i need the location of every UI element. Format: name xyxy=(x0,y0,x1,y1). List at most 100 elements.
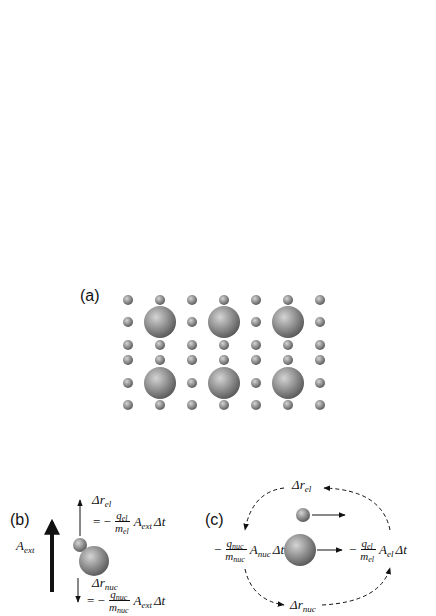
force-arrow xyxy=(317,550,342,551)
small-atom xyxy=(123,400,133,410)
small-atom xyxy=(155,355,165,365)
small-atom xyxy=(219,295,229,305)
large-atom xyxy=(208,306,240,338)
small-atom xyxy=(219,340,229,350)
small-atom xyxy=(219,355,229,365)
small-atom xyxy=(219,400,229,410)
small-atom xyxy=(251,400,261,410)
symbol: A xyxy=(379,542,387,558)
small-atom xyxy=(155,295,165,305)
denominator: mnuc xyxy=(224,550,248,562)
denominator: mnuc xyxy=(108,601,132,613)
large-atom xyxy=(144,306,176,338)
displacement-arrow xyxy=(78,578,79,602)
subscript: el xyxy=(387,549,394,559)
formula: −qnucmnucAnucΔt xyxy=(213,537,284,562)
numerator: qnuc xyxy=(109,588,130,601)
symbol: Δt xyxy=(154,593,165,609)
small-atom xyxy=(187,317,197,327)
symbol: Δr xyxy=(292,477,305,493)
small-atom xyxy=(315,295,325,305)
symbol: q xyxy=(227,537,233,549)
nucleus xyxy=(284,534,316,566)
electron xyxy=(296,508,310,522)
small-atom xyxy=(251,340,261,350)
small-atom xyxy=(155,400,165,410)
symbol: − xyxy=(214,542,221,558)
symbol: q xyxy=(116,509,122,521)
small-atom xyxy=(251,355,261,365)
subscript: nuc xyxy=(232,542,244,551)
subscript: ext xyxy=(142,521,153,531)
symbol: m xyxy=(109,601,117,613)
small-atom xyxy=(251,378,261,388)
large-atom xyxy=(272,367,304,399)
symbol: q xyxy=(110,588,116,600)
symbol: Δr xyxy=(290,597,303,613)
small-atom xyxy=(187,355,197,365)
cycle-arcs xyxy=(245,488,390,605)
small-atom xyxy=(155,340,165,350)
fraction: qelmel xyxy=(359,537,377,562)
small-atom xyxy=(315,355,325,365)
subscript: nuc xyxy=(116,593,128,602)
small-atom xyxy=(315,378,325,388)
fraction: qnucmnuc xyxy=(224,537,248,562)
subscript: el xyxy=(305,484,312,494)
subscript: nuc xyxy=(117,606,129,615)
nucleus xyxy=(79,546,109,576)
crystal-lattice xyxy=(123,295,325,410)
small-atom xyxy=(187,400,197,410)
subscript: nuc xyxy=(233,555,245,564)
fraction: qelmel xyxy=(114,509,132,534)
small-atom xyxy=(315,400,325,410)
numerator: qel xyxy=(361,537,376,550)
symbol: m xyxy=(115,522,123,534)
subscript: el xyxy=(367,542,373,551)
small-atom xyxy=(251,317,261,327)
small-atom xyxy=(123,295,133,305)
subscript: el xyxy=(105,499,112,509)
small-atom xyxy=(187,340,197,350)
small-atom xyxy=(283,400,293,410)
small-atom xyxy=(315,317,325,327)
symbol: Δt xyxy=(396,542,407,558)
small-atom xyxy=(251,295,261,305)
subscript: el xyxy=(122,514,128,523)
subscript: ext xyxy=(24,545,35,555)
symbol: q xyxy=(362,537,368,549)
numerator: qel xyxy=(115,509,130,522)
formula: Δrel xyxy=(92,492,113,508)
formula: Δrnuc xyxy=(290,597,318,613)
force-arrow xyxy=(312,515,345,516)
small-atom xyxy=(187,295,197,305)
formula: = −qnucmnucAextΔt xyxy=(86,588,165,613)
large-atom xyxy=(144,367,176,399)
large-atom xyxy=(208,367,240,399)
numerator: qnuc xyxy=(226,537,247,550)
formula: Aext xyxy=(16,538,36,554)
small-atom xyxy=(187,378,197,388)
subscript: ext xyxy=(141,600,152,610)
symbol: − xyxy=(349,542,356,558)
symbol: = − xyxy=(87,593,105,609)
large-atom xyxy=(272,306,304,338)
symbol: Δr xyxy=(92,492,105,508)
fraction: qnucmnuc xyxy=(108,588,132,613)
small-atom xyxy=(283,340,293,350)
denominator: mel xyxy=(114,522,132,534)
symbol: Δr xyxy=(92,575,105,591)
symbol: A xyxy=(134,514,142,530)
symbol: Δt xyxy=(154,514,165,530)
symbol: A xyxy=(133,593,141,609)
panel-label: (a) xyxy=(80,287,100,305)
formula: −qelmelAelΔt xyxy=(348,537,407,562)
subscript: el xyxy=(368,555,374,564)
symbol: m xyxy=(225,550,233,562)
denominator: mel xyxy=(359,550,377,562)
symbol: m xyxy=(360,550,368,562)
subscript: nuc xyxy=(258,549,271,559)
small-atom xyxy=(283,295,293,305)
small-atom xyxy=(123,340,133,350)
small-atom xyxy=(123,317,133,327)
